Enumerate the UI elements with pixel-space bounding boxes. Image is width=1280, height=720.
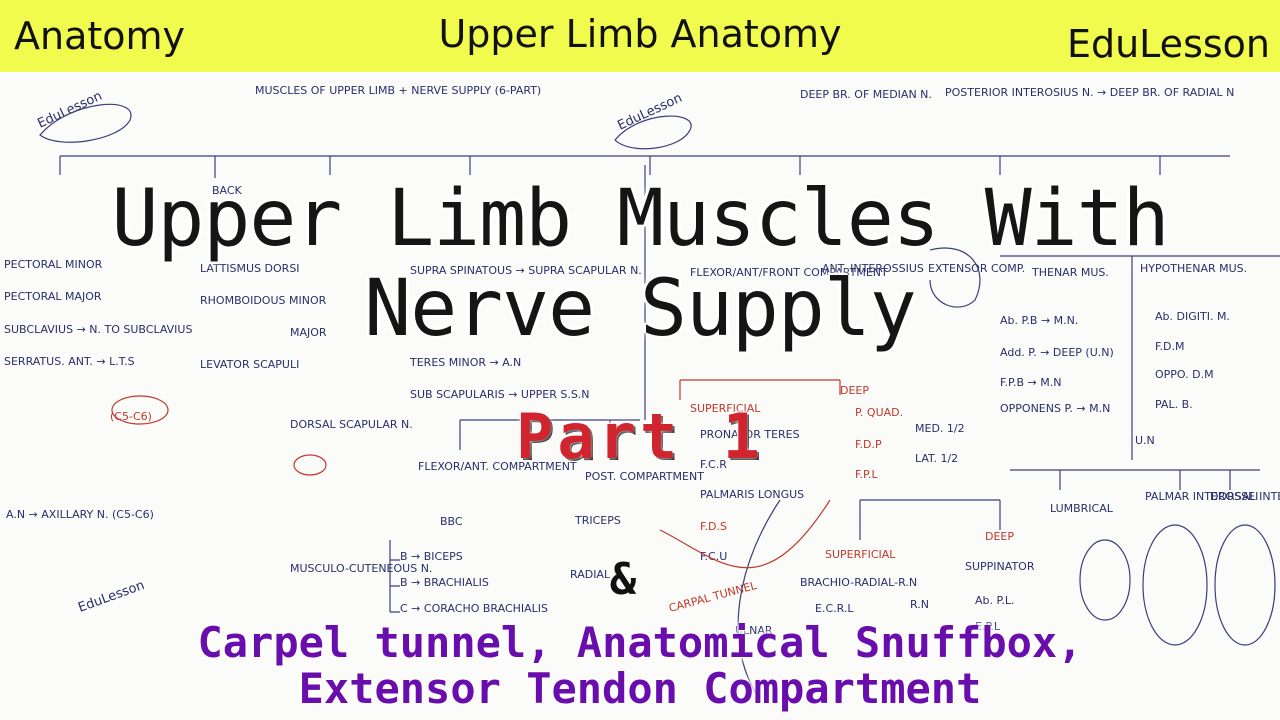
watermark-2: EduLesson xyxy=(615,91,684,134)
note-superficial-2: SUPERFICIAL xyxy=(825,548,896,561)
note-bbc: BBC xyxy=(440,515,463,528)
note-p-quad: P. QUAD. xyxy=(855,406,903,419)
ampersand: & xyxy=(609,554,637,605)
note-fcu: F.C.U xyxy=(700,550,727,563)
note-palb: PAL. B. xyxy=(1155,398,1193,411)
header-center-title: Upper Limb Anatomy xyxy=(438,12,842,56)
note-back: BACK xyxy=(212,184,243,197)
note-abdm: Ab. DIGITI. M. xyxy=(1155,310,1230,323)
watermark-1: EduLesson xyxy=(35,89,104,132)
note-med: MED. 1/2 xyxy=(915,422,965,435)
note-pectoral-minor: PECTORAL MINOR xyxy=(4,258,103,271)
note-fds: F.D.S xyxy=(700,520,727,533)
note-latissimus: LATTISMUS DORSI xyxy=(200,262,300,275)
note-hypothenar: HYPOTHENAR MUS. xyxy=(1140,262,1247,275)
note-ulnar: ULNAR xyxy=(735,624,773,637)
note-supinator: SUPPINATOR xyxy=(965,560,1035,573)
note-flexor-ant: FLEXOR/ANT. COMPARTMENT xyxy=(418,460,577,473)
note-brachialis: B → BRACHIALIS xyxy=(400,576,489,589)
note-fcr: F.C.R xyxy=(700,458,727,471)
note-fpl: F.P.L xyxy=(855,468,878,481)
part-label: Part 1 xyxy=(516,400,764,473)
title-line-1: Upper Limb Muscles With xyxy=(111,174,1169,264)
note-palmar-int: PALMAR INTEROSSEI xyxy=(1145,490,1258,503)
note-radial: RADIAL N. xyxy=(570,568,625,581)
note-pectoral-major: PECTORAL MAJOR xyxy=(4,290,102,303)
handwritten-notes-sketch: MUSCLES OF UPPER LIMB + NERVE SUPPLY (6-… xyxy=(4,84,1280,701)
note-brachio: BRACHIO-RADIAL-R.N xyxy=(800,576,917,589)
note-deep-median: DEEP BR. OF MEDIAN N. xyxy=(800,88,932,101)
note-abpb: Ab. P.B → M.N. xyxy=(1000,314,1078,327)
note-rn: R.N xyxy=(910,598,929,611)
note-epl: E.P.L xyxy=(975,620,1001,633)
watermark-3: EduLesson xyxy=(76,578,146,616)
header-left-label: Anatomy xyxy=(14,14,186,58)
note-fdp: F.D.P xyxy=(855,438,882,451)
note-deep: DEEP xyxy=(840,384,869,397)
note-fdm: F.D.M xyxy=(1155,340,1185,353)
note-supra: SUPRA SPINATOUS → SUPRA SCAPULAR N. xyxy=(410,264,642,277)
subtitle-line-1: Carpel tunnel, Anatomical Snuffbox, xyxy=(197,618,1083,667)
note-extensor: EXTENSOR COMP. xyxy=(928,262,1025,275)
note-odm: OPPO. D.M xyxy=(1155,368,1214,381)
note-ecrl: E.C.R.L xyxy=(815,602,854,615)
title-line-2: Nerve Supply xyxy=(364,264,917,354)
note-dorsal-scapular: DORSAL SCAPULAR N. xyxy=(290,418,413,431)
note-addp: Add. P. → DEEP (U.N) xyxy=(1000,346,1114,359)
note-un: U.N xyxy=(1135,434,1155,447)
note-pronator: PRONATOR TERES xyxy=(700,428,800,441)
note-ant-int: ANT. INTEROSSIUS xyxy=(822,262,924,275)
note-opponens: OPPONENS P. → M.N xyxy=(1000,402,1110,415)
note-musculo: MUSCULO-CUTENEOUS N. xyxy=(290,562,432,575)
note-levator: LEVATOR SCAPULI xyxy=(200,358,299,371)
note-biceps: B → BICEPS xyxy=(400,550,463,563)
note-flexor-front: FLEXOR/ANT/FRONT COMPARTMENT xyxy=(690,266,888,279)
subtitle-line-2: Extensor Tendon Compartment xyxy=(298,664,982,713)
note-abpl: Ab. P.L. xyxy=(975,594,1015,607)
note-posterior-interosius: POSTERIOR INTEROSIUS N. → DEEP BR. OF RA… xyxy=(945,86,1234,99)
note-post-comp: POST. COMPARTMENT xyxy=(585,470,704,483)
note-deep-2: DEEP xyxy=(985,530,1014,543)
note-coracho: C → CORACHO BRACHIALIS xyxy=(400,602,548,615)
note-thenar: THENAR MUS. xyxy=(1031,266,1109,279)
note-lat: LAT. 1/2 xyxy=(915,452,958,465)
note-palmaris: PALMARIS LONGUS xyxy=(700,488,804,501)
notes-heading: MUSCLES OF UPPER LIMB + NERVE SUPPLY (6-… xyxy=(255,84,541,97)
note-lumbrical: LUMBRICAL xyxy=(1050,502,1114,515)
note-carpal: CARPAL TUNNEL xyxy=(667,579,758,615)
header-right-brand: EduLesson xyxy=(1066,22,1270,66)
note-triceps: TRICEPS xyxy=(574,514,621,527)
note-superficial: SUPERFICIAL xyxy=(690,402,761,415)
note-subclavius: SUBCLAVIUS → N. TO SUBCLAVIUS xyxy=(4,323,192,336)
note-serratus: SERRATUS. ANT. → L.T.S xyxy=(4,355,135,368)
note-major: MAJOR xyxy=(290,326,327,339)
note-fpb: F.P.B → M.N xyxy=(1000,376,1061,389)
note-rhomboid-minor: RHOMBOIDOUS MINOR xyxy=(200,294,327,307)
header-bar: Anatomy Upper Limb Anatomy EduLesson xyxy=(0,0,1280,72)
note-teres-minor: TERES MINOR → A.N xyxy=(409,356,521,369)
note-dorsal-int: DORSAL INTEROSSEI xyxy=(1210,490,1280,503)
note-axillary: A.N → AXILLARY N. (C5-C6) xyxy=(6,508,154,521)
note-sub-scap: SUB SCAPULARIS → UPPER S.S.N xyxy=(410,388,590,401)
